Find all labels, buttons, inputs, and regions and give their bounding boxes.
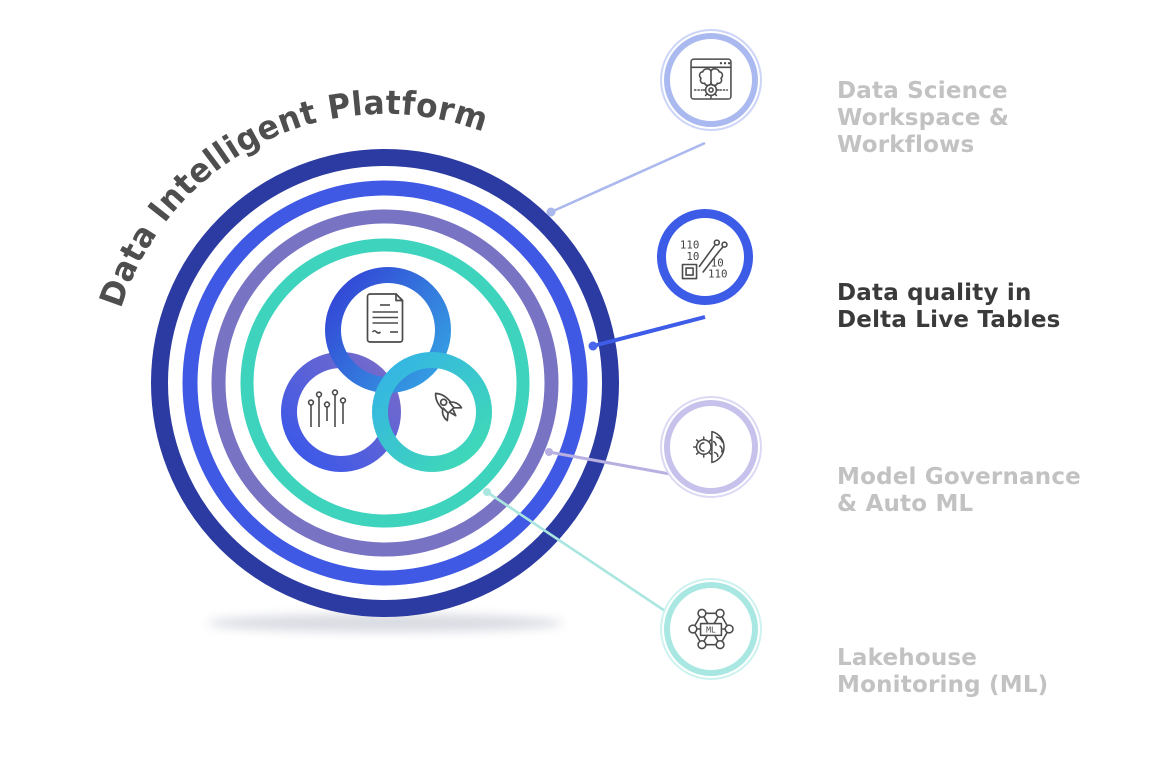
- connector-data-quality: [592, 315, 706, 348]
- label-line: Delta Live Tables: [837, 307, 1061, 333]
- node-circle-data-quality: 110 10 10 110: [657, 209, 753, 305]
- notebook-brain-gear-icon: [690, 58, 732, 100]
- connector-data-science: [550, 141, 706, 214]
- label-line: Data Science: [837, 78, 1008, 104]
- svg-text:ML: ML: [706, 625, 716, 635]
- circle-shadow: [207, 614, 563, 632]
- node-circle-lakehouse-monitoring: ML: [664, 582, 758, 676]
- ring-teal: [240, 238, 530, 528]
- connector-dot-model-governance: [545, 448, 553, 456]
- node-circle-model-governance: [664, 400, 758, 494]
- connector-dot-data-science: [546, 207, 556, 217]
- gear-brain-icon: [693, 430, 725, 464]
- label-line: & Auto ML: [837, 491, 974, 517]
- ring-blue: [182, 180, 588, 586]
- knot-loop-right: [372, 352, 492, 472]
- svg-text:10: 10: [711, 256, 724, 269]
- node-label-data-science: Data Science Workspace & Workflows: [837, 78, 1157, 159]
- label-line: Lakehouse: [837, 645, 978, 671]
- rocket-icon: [434, 392, 463, 422]
- svg-text:10: 10: [686, 250, 699, 263]
- svg-text:110: 110: [708, 268, 727, 281]
- svg-text:110: 110: [680, 239, 699, 252]
- label-line: Monitoring (ML): [837, 672, 1049, 698]
- label-line: Workflows: [837, 132, 975, 158]
- ml-network-icon: ML: [688, 608, 734, 650]
- label-line: Workspace &: [837, 105, 1010, 131]
- node-label-data-quality: Data quality in Delta Live Tables: [837, 280, 1157, 334]
- label-line: Model Governance: [837, 464, 1081, 490]
- ring-purple: [211, 209, 559, 557]
- binary-circuit-icon: 110 10 10 110: [680, 239, 728, 281]
- document-icon: [366, 293, 404, 343]
- node-label-lakehouse-monitoring: Lakehouse Monitoring (ML): [837, 645, 1157, 699]
- node-circle-data-science: [664, 33, 758, 127]
- connector-dot-lakehouse: [483, 488, 491, 496]
- connector-dot-data-quality: [588, 341, 598, 351]
- label-line: Data quality in: [837, 280, 1032, 306]
- trefoil-knot: [281, 267, 492, 472]
- ring-navy: [151, 149, 619, 617]
- circuit-pins-icon: [307, 389, 347, 427]
- node-label-model-governance: Model Governance & Auto ML: [837, 464, 1157, 518]
